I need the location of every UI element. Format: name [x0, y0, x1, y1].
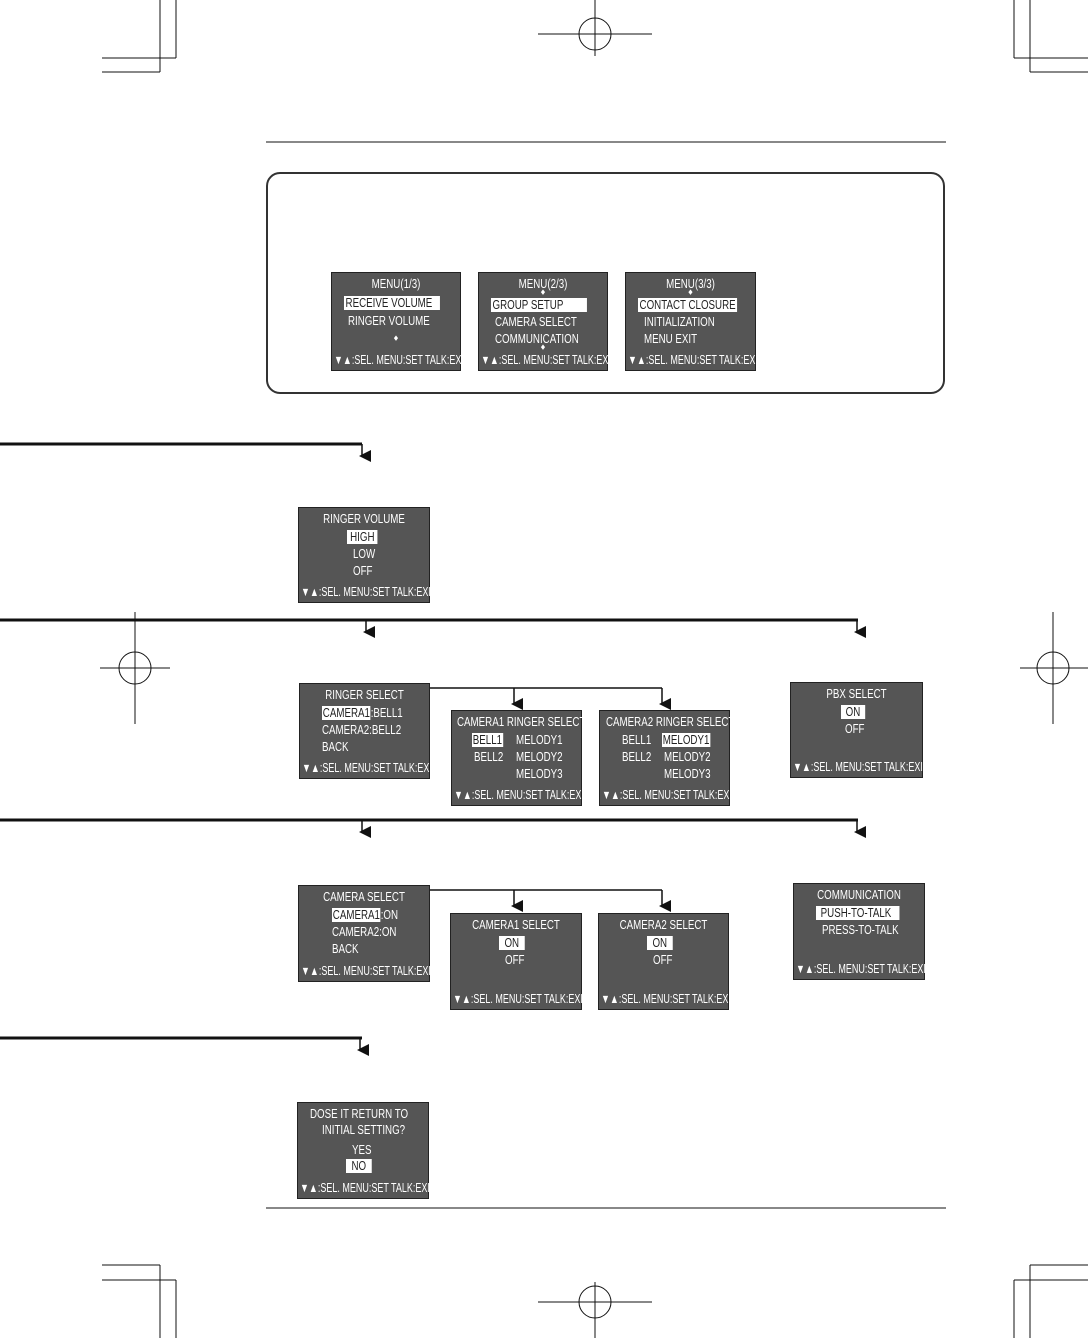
camera-select-camera1-value: :ON — [380, 908, 399, 922]
communication-screen: COMMUNICATION PUSH-TO-TALK PRESS-TO-TALK… — [793, 883, 931, 980]
camera1-select-footer: ▼▲:SEL. MENU:SET TALK:EXIT — [453, 992, 589, 1006]
communication-title: COMMUNICATION — [817, 888, 901, 902]
camera1-select-off[interactable]: OFF — [505, 953, 525, 967]
ringer-volume-footer: ▼▲:SEL. MENU:SET TALK:EXIT — [301, 585, 437, 599]
menu-3-title: MENU(3/3) — [666, 277, 715, 291]
camera2-ringer-footer: ▼▲:SEL. MENU:SET TALK:EXIT — [602, 788, 738, 802]
camera2-ringer-bell1[interactable]: BELL1 — [622, 733, 652, 747]
pbx-select-title: PBX SELECT — [826, 687, 887, 701]
menu-1-item-ringer-volume[interactable]: RINGER VOLUME — [348, 314, 430, 328]
camera2-ringer-bell2[interactable]: BELL2 — [622, 750, 652, 764]
menu-2-item-communication[interactable]: COMMUNICATION — [495, 332, 579, 346]
initialization-question-line2: INITIAL SETTING? — [322, 1123, 406, 1137]
scroll-down-icon: ◆ — [540, 344, 546, 351]
camera1-select-title: CAMERA1 SELECT — [472, 918, 560, 932]
menu-1-item-receive-volume[interactable]: RECEIVE VOLUME — [344, 296, 441, 310]
camera-select-footer: ▼▲:SEL. MENU:SET TALK:EXIT — [301, 964, 437, 978]
camera2-ringer-screen: CAMERA2 RINGER SELECT BELL1 BELL2 MELODY… — [599, 710, 737, 806]
ringer-select-camera2[interactable]: CAMERA2:BELL2 — [322, 723, 402, 737]
menu-3-item-contact-closure[interactable]: CONTACT CLOSURE — [638, 298, 738, 312]
initialization-screen: DOSE IT RETURN TO INITIAL SETTING? YES N… — [297, 1102, 435, 1199]
camera-select-camera2[interactable]: CAMERA2:ON — [332, 925, 397, 939]
camera2-select-on[interactable]: ON — [647, 936, 673, 950]
ringer-volume-title: RINGER VOLUME — [323, 512, 405, 526]
initialization-question-line1: DOSE IT RETURN TO — [310, 1107, 409, 1121]
camera1-ringer-screen: CAMERA1 RINGER SELECT BELL1 BELL2 MELODY… — [451, 710, 589, 806]
initialization-no[interactable]: NO — [346, 1159, 372, 1173]
camera1-ringer-melody2[interactable]: MELODY2 — [516, 750, 563, 764]
ringer-select-screen: RINGER SELECT CAMERA1:BELL1 CAMERA2:BELL… — [299, 683, 437, 779]
crop-marks — [100, 0, 1088, 1338]
initialization-footer: ▼▲:SEL. MENU:SET TALK:EXIT — [300, 1181, 436, 1195]
camera-select-back[interactable]: BACK — [332, 942, 359, 956]
ringer-volume-option-high[interactable]: HIGH — [347, 530, 378, 544]
menu-3-item-initialization[interactable]: INITIALIZATION — [644, 315, 715, 329]
ringer-volume-screen: RINGER VOLUME HIGH LOW OFF ▼▲:SEL. MENU:… — [298, 507, 436, 603]
camera2-ringer-melody2[interactable]: MELODY2 — [664, 750, 711, 764]
menu-2-title: MENU(2/3) — [518, 277, 568, 291]
camera1-ringer-melody1[interactable]: MELODY1 — [516, 733, 563, 747]
pbx-select-off[interactable]: OFF — [845, 722, 865, 736]
camera2-ringer-melody3[interactable]: MELODY3 — [664, 767, 711, 781]
pbx-select-on[interactable]: ON — [841, 705, 865, 719]
menu-2-item-group-setup[interactable]: GROUP SETUP — [491, 298, 587, 312]
camera2-ringer-title: CAMERA2 RINGER SELECT — [606, 715, 735, 729]
menu-2-item-camera-select[interactable]: CAMERA SELECT — [495, 315, 577, 329]
menu-3-screen: MENU(3/3) ◆ CONTACT CLOSURE INITIALIZATI… — [625, 272, 763, 371]
camera1-ringer-title: CAMERA1 RINGER SELECT — [457, 715, 586, 729]
menu-2-screen: MENU(2/3) ◆ GROUP SETUP CAMERA SELECT CO… — [478, 272, 616, 371]
menu-3-item-menu-exit[interactable]: MENU EXIT — [644, 332, 698, 346]
communication-push-to-talk[interactable]: PUSH-TO-TALK — [816, 906, 900, 920]
camera2-ringer-melody1[interactable]: MELODY1 — [662, 733, 711, 747]
camera2-select-off[interactable]: OFF — [653, 953, 673, 967]
camera1-ringer-bell2[interactable]: BELL2 — [474, 750, 504, 764]
scroll-down-icon: ◆ — [393, 335, 399, 342]
camera1-ringer-bell1[interactable]: BELL1 — [472, 733, 503, 747]
camera2-select-footer: ▼▲:SEL. MENU:SET TALK:EXIT — [601, 992, 737, 1006]
camera2-select-screen: CAMERA2 SELECT ON OFF ▼▲:SEL. MENU:SET T… — [598, 913, 736, 1010]
menu-1-footer: ▼▲:SEL. MENU:SET TALK:EXIT — [334, 353, 470, 367]
ringer-select-footer: ▼▲:SEL. MENU:SET TALK:EXIT — [302, 761, 438, 775]
scroll-up-icon: ◆ — [540, 289, 546, 296]
communication-press-to-talk[interactable]: PRESS-TO-TALK — [822, 923, 899, 937]
camera2-select-title: CAMERA2 SELECT — [619, 918, 708, 932]
camera-select-screen: CAMERA SELECT CAMERA1:ON CAMERA2:ON BACK… — [298, 885, 436, 982]
communication-footer: ▼▲:SEL. MENU:SET TALK:EXIT — [796, 962, 932, 976]
pbx-select-screen: PBX SELECT ON OFF ▼▲:SEL. MENU:SET TALK:… — [790, 682, 928, 778]
menu-3-footer: ▼▲:SEL. MENU:SET TALK:EXIT — [628, 353, 764, 367]
menu-2-footer: ▼▲:SEL. MENU:SET TALK:EXIT — [481, 353, 617, 367]
ringer-volume-option-low[interactable]: LOW — [353, 547, 376, 561]
ringer-select-camera1[interactable]: CAMERA1 — [322, 706, 371, 720]
scroll-up-icon: ◆ — [688, 289, 693, 296]
camera-select-camera1[interactable]: CAMERA1 — [332, 908, 381, 922]
camera1-ringer-footer: ▼▲:SEL. MENU:SET TALK:EXIT — [454, 788, 590, 802]
camera1-ringer-melody3[interactable]: MELODY3 — [516, 767, 563, 781]
initialization-yes[interactable]: YES — [352, 1143, 372, 1157]
menu-1-screen: MENU(1/3) RECEIVE VOLUME RINGER VOLUME ◆… — [331, 272, 469, 371]
main-menu-frame — [266, 172, 945, 394]
ringer-volume-option-off[interactable]: OFF — [353, 564, 373, 578]
ringer-select-back[interactable]: BACK — [322, 740, 349, 754]
ringer-select-camera1-value: :BELL1 — [370, 706, 403, 720]
menu-1-title: MENU(1/3) — [371, 277, 421, 291]
camera1-select-screen: CAMERA1 SELECT ON OFF ▼▲:SEL. MENU:SET T… — [450, 913, 588, 1010]
camera-select-title: CAMERA SELECT — [323, 890, 405, 904]
pbx-select-footer: ▼▲:SEL. MENU:SET TALK:EXIT — [793, 760, 929, 774]
ringer-select-title: RINGER SELECT — [325, 688, 404, 702]
camera1-select-on[interactable]: ON — [499, 936, 525, 950]
